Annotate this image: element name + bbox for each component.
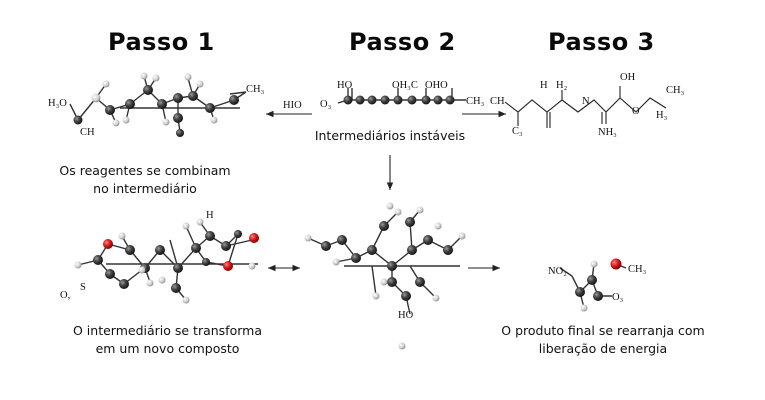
m6-label-ch3: CH₃ (628, 264, 647, 275)
m1-label-h3o: H₃O (48, 98, 67, 109)
molecule-new-compound: HO (304, 202, 466, 350)
step-3-title: Passo 3 (548, 28, 655, 56)
m4-label-o: O, (60, 290, 70, 301)
molecule-step1: H₃O CH CH₃ (48, 72, 265, 138)
caption-final-product-line2: liberação de energia (538, 341, 668, 356)
caption-reagents-line2: no intermediário (93, 181, 197, 196)
step-2-title: Passo 2 (349, 28, 456, 56)
m1-label-ch3: CH₃ (246, 84, 265, 95)
m3-label-oh: OH (620, 72, 636, 83)
m4-label-s: S (80, 282, 86, 293)
m2-label-ch3: CH₃ (466, 96, 485, 107)
m3-label-h2: H₂ (556, 80, 568, 91)
caption-transform-line1: O intermediário se transforma (72, 323, 262, 338)
m3-label-nh3: NH₃ (598, 127, 617, 138)
m2-label-ho: HO (337, 80, 353, 91)
caption-transform-line2: em um novo composto (95, 341, 240, 356)
caption-final-product: O produto final se rearranja com liberaç… (488, 322, 718, 358)
m5-label-ho: HO (398, 310, 414, 321)
m2-label-oh3c: OH₃C (392, 80, 418, 91)
m3-label-n: N (582, 96, 590, 107)
m2-label-o3: O₃ (320, 99, 332, 110)
caption-unstable-intermediates: Intermediários instáveis (300, 127, 480, 145)
step-1-title: Passo 1 (108, 28, 215, 56)
caption-reagents-line1: Os reagentes se combinam (59, 163, 231, 178)
m3-label-c3: C₃ (512, 126, 523, 137)
m3-label-ch: CH (490, 96, 505, 107)
molecule-step2: O₃ HO OH₃C OHO CH₃ (320, 80, 485, 110)
caption-reagents: Os reagentes se combinam no intermediári… (50, 162, 240, 198)
molecule-final-product: NO₂ CH₃ O₃ (548, 258, 647, 312)
m3-label-ch3: CH₃ (666, 85, 685, 96)
m1-label-ch: CH (80, 127, 95, 138)
molecule-transform: H S O, (60, 210, 259, 304)
m2-label-oho: OHO (425, 80, 448, 91)
m3-label-o: O (632, 106, 640, 117)
molecule-step3: CH C₃ H H₂ N OH O CH₃ NH₃ H₃ (490, 72, 685, 138)
caption-transform: O intermediário se transforma em um novo… (55, 322, 280, 358)
m6-label-nh2: NO₂ (548, 266, 567, 277)
caption-unstable-intermediates-text: Intermediários instáveis (314, 128, 466, 143)
m3-label-h3: H₃ (656, 110, 668, 121)
caption-final-product-line1: O produto final se rearranja com (501, 323, 705, 338)
m4-label-h: H (206, 210, 214, 221)
arrow-label-hio: HIO (283, 100, 302, 111)
m3-label-h: H (540, 80, 548, 91)
m6-label-o3: O₃ (612, 292, 624, 303)
